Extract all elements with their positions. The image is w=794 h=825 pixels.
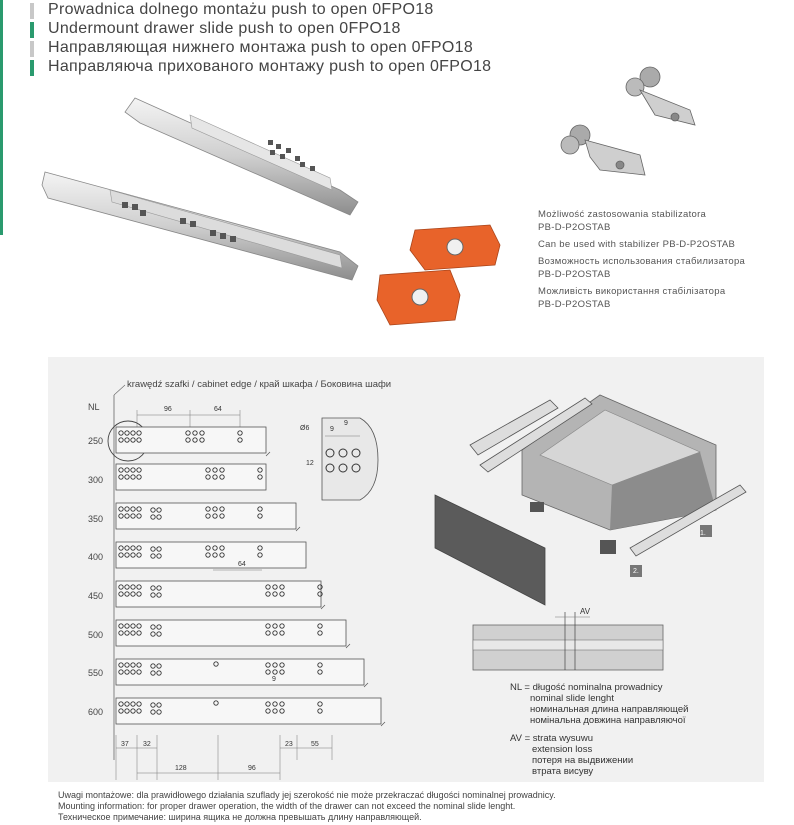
stabilizer-text-english: Can be used with stabilizer PB-D-P2OSTAB xyxy=(538,239,736,250)
drawer-slides-illustration xyxy=(41,97,359,281)
mounting-note-polish: Uwagi montażowe: dla prawidłowego działa… xyxy=(58,790,556,800)
nl-value: 500 xyxy=(88,630,104,640)
nl-value: 450 xyxy=(88,591,104,601)
nl-value: 550 xyxy=(88,668,104,678)
title-accent-bar xyxy=(30,3,34,19)
nl-header: NL xyxy=(88,402,100,412)
title-english: Undermount drawer slide push to open 0FP… xyxy=(48,20,401,37)
brand-edge-bar xyxy=(0,0,3,235)
detail-dim-9b: 9 xyxy=(344,420,348,427)
title-accent-bar xyxy=(30,22,34,38)
stabilizer-hardware-illustration xyxy=(560,66,696,176)
title-accent-bar xyxy=(30,41,34,57)
av-label: AV xyxy=(580,607,591,616)
mounting-note-english: Mounting information: for proper drawer … xyxy=(58,801,516,811)
nl-value: 300 xyxy=(88,475,104,485)
dim-37: 37 xyxy=(121,741,129,748)
cabinet-edge-label: krawędź szafki / cabinet edge / край шка… xyxy=(127,379,392,390)
detail-diameter: Ø6 xyxy=(300,425,310,432)
nl-value: 400 xyxy=(88,552,104,562)
title-polish: Prowadnica dolnego montażu push to open … xyxy=(48,1,434,18)
dim-9: 9 xyxy=(272,676,276,683)
dim-96-top: 96 xyxy=(164,406,172,413)
title-ukrainian: Направляюча прихованого монтажу push to … xyxy=(48,58,492,75)
title-russian: Направляющая нижнего монтажа push to ope… xyxy=(48,39,474,56)
legend-nl-line4: номінальна довжина направляючої xyxy=(530,715,686,726)
dim-64-top: 64 xyxy=(214,406,222,413)
stabilizer-text-russian: Возможность использования стабилизатора xyxy=(538,256,746,267)
legend-nl-line3: номинальная длина направляющей xyxy=(530,704,689,715)
legend-nl-line2: nominal slide lenght xyxy=(530,693,614,704)
orange-locking-clips xyxy=(376,224,501,326)
nl-value: 250 xyxy=(88,436,104,446)
dim-128: 128 xyxy=(175,765,187,772)
legend-av-line3: потеря на выдвижении xyxy=(532,755,634,766)
stabilizer-code: PB-D-P2OSTAB xyxy=(538,269,611,280)
tag-2: 2. xyxy=(633,568,639,575)
dim-23: 23 xyxy=(285,741,293,748)
stabilizer-text-polish: Możliwość zastosowania stabilizatora xyxy=(538,209,707,220)
title-accent-bar xyxy=(30,60,34,76)
dim-64-mid: 64 xyxy=(238,561,246,568)
nl-value: 350 xyxy=(88,514,104,524)
detail-dim-9a: 9 xyxy=(330,426,334,433)
detail-dim-12: 12 xyxy=(306,460,314,467)
nl-value: 600 xyxy=(88,707,104,717)
legend-av-line4: втрата висуву xyxy=(532,766,594,777)
mounting-note-russian: Техническое примечание: ширина ящика не … xyxy=(58,812,422,822)
legend-nl-line1: NL = długość nominalna prowadnicy xyxy=(510,682,663,693)
legend-av-line2: extension loss xyxy=(532,744,593,755)
dim-32: 32 xyxy=(143,741,151,748)
stabilizer-code: PB-D-P2OSTAB xyxy=(538,299,611,310)
stabilizer-text-ukrainian: Можливість використання стабілізатора xyxy=(538,286,726,297)
dim-55: 55 xyxy=(311,741,319,748)
tag-1: 1. xyxy=(700,530,706,537)
stabilizer-code: PB-D-P2OSTAB xyxy=(538,222,611,233)
legend-av-line1: AV = strata wysuwu xyxy=(510,733,593,744)
dim-96-bottom: 96 xyxy=(248,765,256,772)
